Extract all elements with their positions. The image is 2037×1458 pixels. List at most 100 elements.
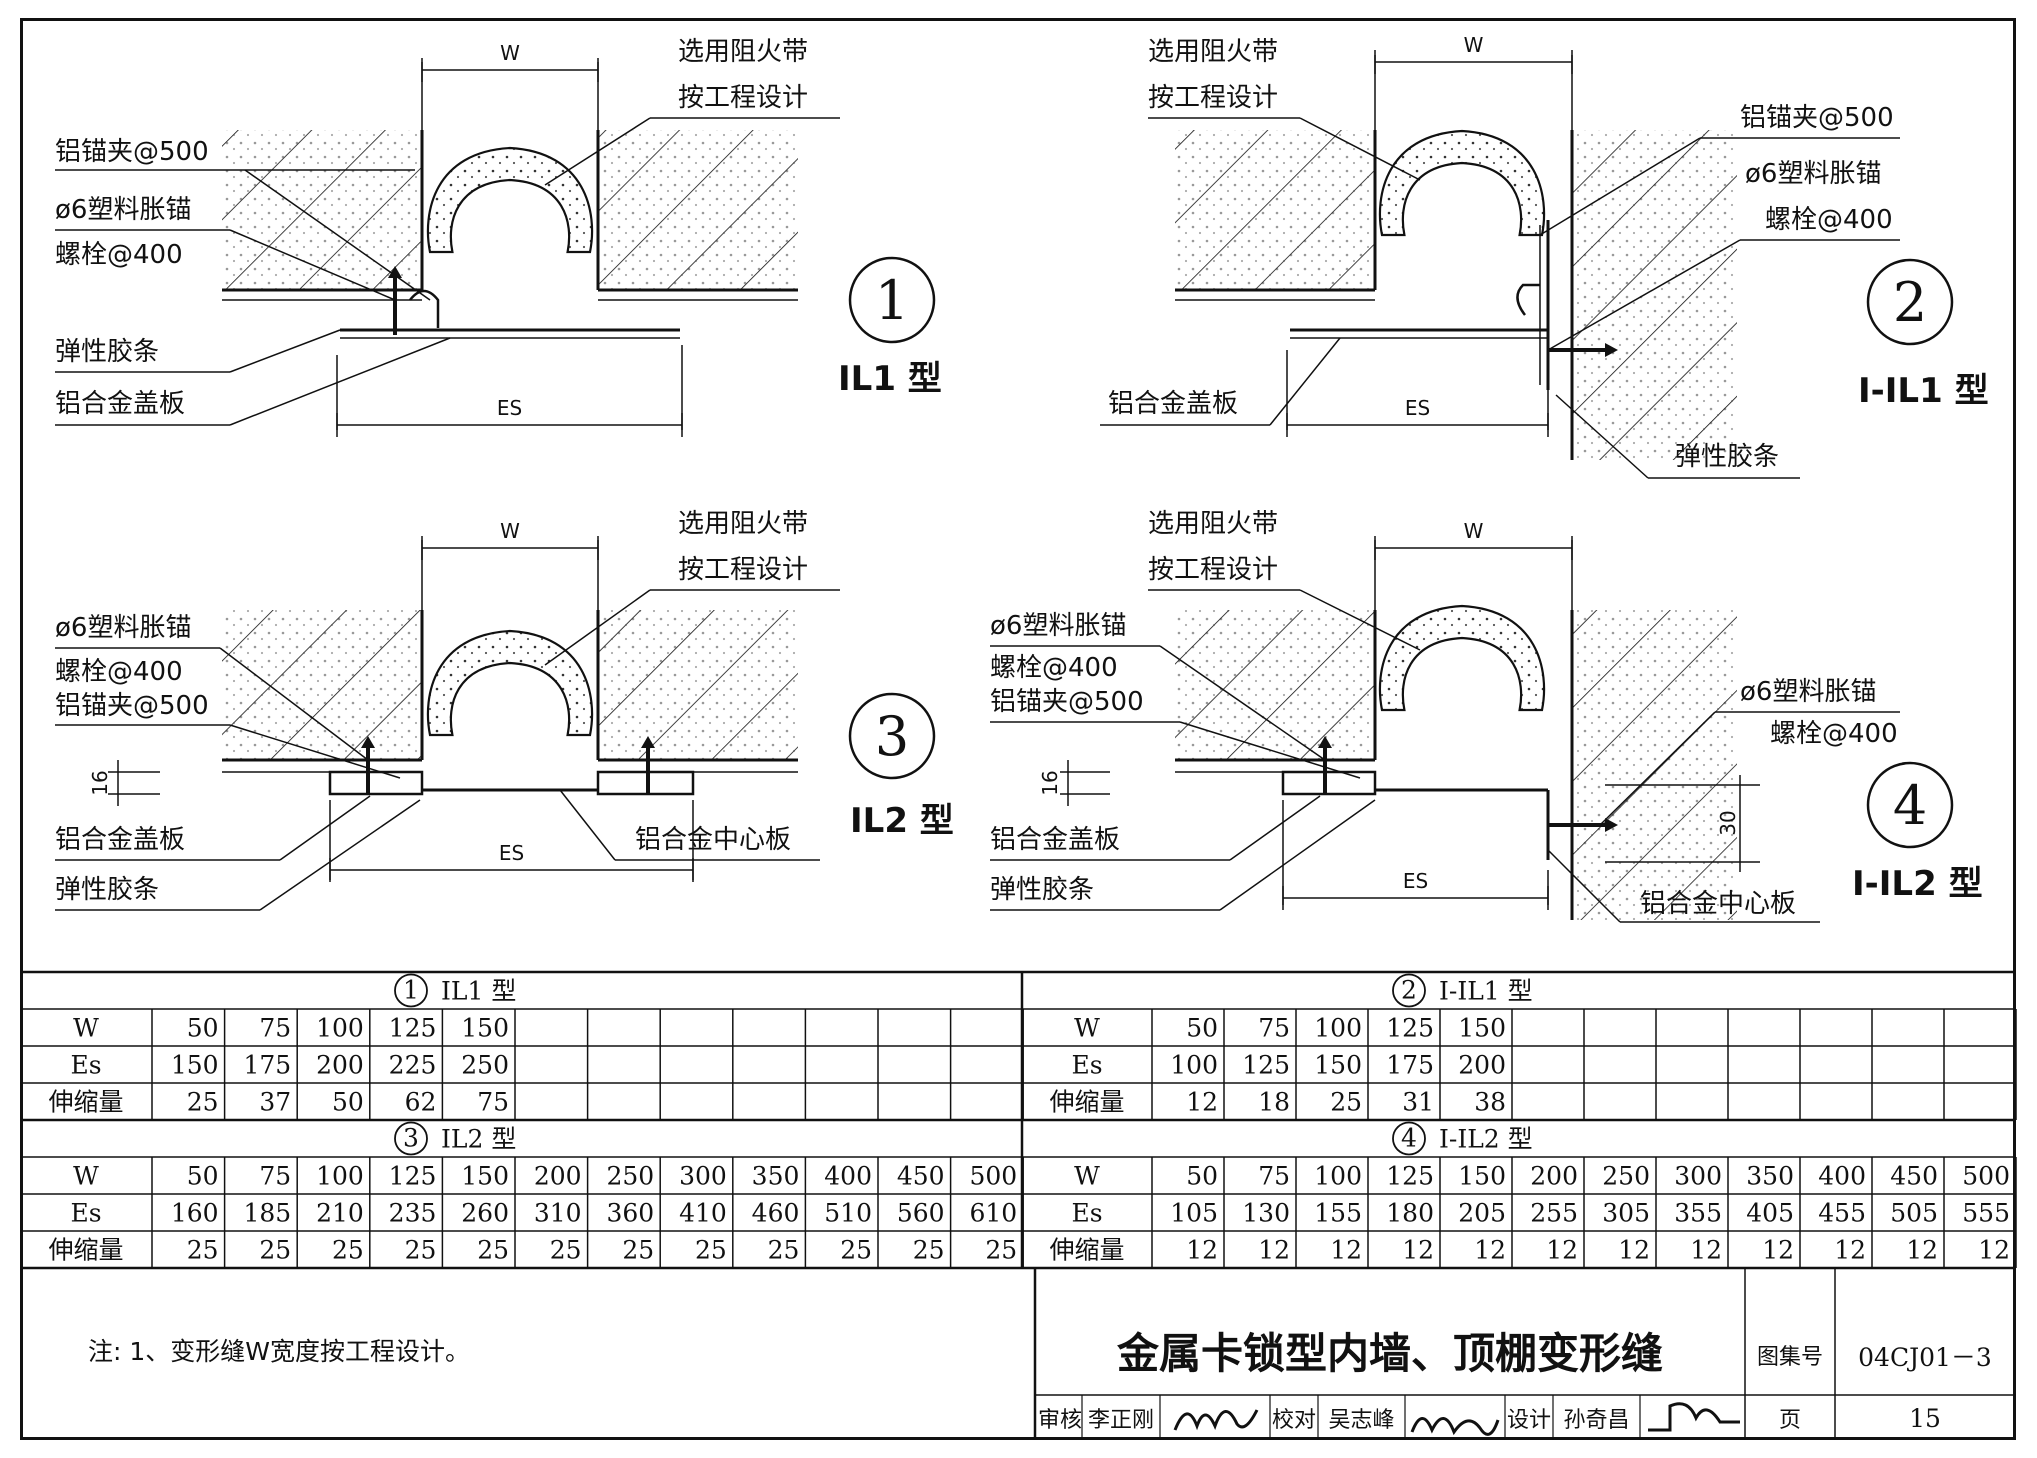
label-anchor-clip: 铝锚夹@500 (55, 137, 209, 167)
detail-number: 2 (1893, 271, 1927, 334)
detail-1: WES铝锚夹@500ø6塑料胀锚螺栓@400弹性胶条铝合金盖板选用阻火带按工程设… (55, 37, 942, 437)
label-per-design: 按工程设计 (1148, 555, 1278, 585)
table-cell: 175 (243, 1051, 291, 1080)
table-cell: 25 (985, 1236, 1017, 1265)
concrete-aggregate (222, 610, 422, 760)
table-cell: 185 (243, 1199, 291, 1228)
label-rubber-strip: 弹性胶条 (55, 337, 159, 367)
table-cell: 100 (1314, 1162, 1362, 1191)
label-anchor-clip: 铝锚夹@500 (990, 687, 1144, 717)
table-cell: 25 (840, 1236, 872, 1265)
table-cell: 37 (259, 1088, 291, 1117)
table-cell: 405 (1746, 1199, 1794, 1228)
table-cell: 455 (1818, 1199, 1866, 1228)
leader-line (1547, 239, 1741, 351)
table-cell: 12 (1258, 1236, 1290, 1265)
anchor-clip (1516, 283, 1540, 316)
table-cell: 25 (187, 1088, 219, 1117)
leader-line (1599, 711, 1716, 826)
table-cell: 25 (332, 1236, 364, 1265)
table-cell: 62 (405, 1088, 437, 1117)
table-cell: 555 (1962, 1199, 2010, 1228)
table-cell: 150 (171, 1051, 219, 1080)
label-anchor-clip: 铝锚夹@500 (55, 691, 209, 721)
leader-line (1299, 117, 1421, 181)
table-cell: 12 (1690, 1236, 1722, 1265)
table-cell: 31 (1402, 1088, 1434, 1117)
row-header: 伸缩量 (48, 1088, 123, 1117)
page-label: 页 (1779, 1408, 1801, 1433)
table-cell: 225 (389, 1051, 437, 1080)
leader-line (1159, 645, 1326, 761)
dimension-label: ES (1405, 396, 1430, 420)
table-title: IL2 型 (441, 1125, 516, 1154)
concrete-aggregate (598, 610, 798, 760)
detail-type-label: IL1 型 (838, 359, 942, 399)
table-cell: 200 (316, 1051, 364, 1080)
table-cell: 12 (1978, 1236, 2010, 1265)
table-cell: 75 (1258, 1014, 1290, 1043)
table-cell: 125 (389, 1014, 437, 1043)
table-cell: 510 (824, 1199, 872, 1228)
table-cell: 350 (752, 1162, 800, 1191)
detail-number: 4 (1893, 774, 1927, 837)
table-cell: 100 (316, 1162, 364, 1191)
table-cell: 75 (477, 1088, 509, 1117)
table-cell: 200 (1458, 1051, 1506, 1080)
label-bolt-spacing-right: 螺栓@400 (1770, 719, 1898, 749)
anchor-bolt-head (388, 266, 402, 278)
table-cell: 360 (606, 1199, 654, 1228)
table-cell: 300 (679, 1162, 727, 1191)
table-cell: 180 (1386, 1199, 1434, 1228)
table-cell: 150 (1458, 1162, 1506, 1191)
dimension-label: ES (499, 841, 524, 865)
leader-line (559, 789, 616, 861)
table-number: 1 (403, 976, 419, 1005)
leader-line (219, 647, 369, 761)
label-per-design: 按工程设计 (678, 555, 808, 585)
leader-line (229, 724, 401, 779)
row-header: 伸缩量 (1049, 1236, 1124, 1265)
table-cell: 18 (1258, 1088, 1290, 1117)
detail-type-label: I-IL1 型 (1858, 371, 1989, 411)
table-cell: 75 (259, 1162, 291, 1191)
leader-line (279, 795, 371, 861)
table-cell: 105 (1170, 1199, 1218, 1228)
dimension-label: W (500, 41, 520, 65)
checker-signature (1410, 1417, 1500, 1436)
label-cover-plate: 铝合金盖板 (1108, 389, 1238, 419)
leader-line (544, 117, 651, 186)
table-cell: 12 (1186, 1236, 1218, 1265)
check-label: 校对 (1272, 1408, 1316, 1433)
page-number: 15 (1909, 1404, 1941, 1433)
leader-line (1555, 394, 1649, 479)
table-cell: 25 (187, 1236, 219, 1265)
fire-stop-band (1378, 604, 1546, 712)
table-cell: 25 (695, 1236, 727, 1265)
table-cell: 12 (1402, 1236, 1434, 1265)
detail-number: 1 (875, 269, 909, 332)
label-fire-band: 选用阻火带 (1148, 509, 1278, 539)
table-cell: 160 (171, 1199, 219, 1228)
leader-line (1179, 721, 1361, 779)
table-cell: 50 (1186, 1014, 1218, 1043)
table-cell: 38 (1474, 1088, 1506, 1117)
concrete-block (222, 610, 422, 760)
leader-line (244, 169, 431, 301)
label-per-design: 按工程设计 (678, 83, 808, 113)
table-cell: 350 (1746, 1162, 1794, 1191)
table-cell: 200 (534, 1162, 582, 1191)
detail-number-circle (1866, 258, 1954, 346)
row-header: W (73, 1014, 99, 1043)
table-cell: 310 (534, 1199, 582, 1228)
concrete-aggregate (1175, 130, 1375, 290)
label-fire-band: 选用阻火带 (1148, 37, 1278, 67)
label-fire-band: 选用阻火带 (678, 509, 808, 539)
note-text: 注: 1、变形缝W宽度按工程设计。 (88, 1337, 470, 1366)
detail-number-circle (848, 256, 936, 344)
